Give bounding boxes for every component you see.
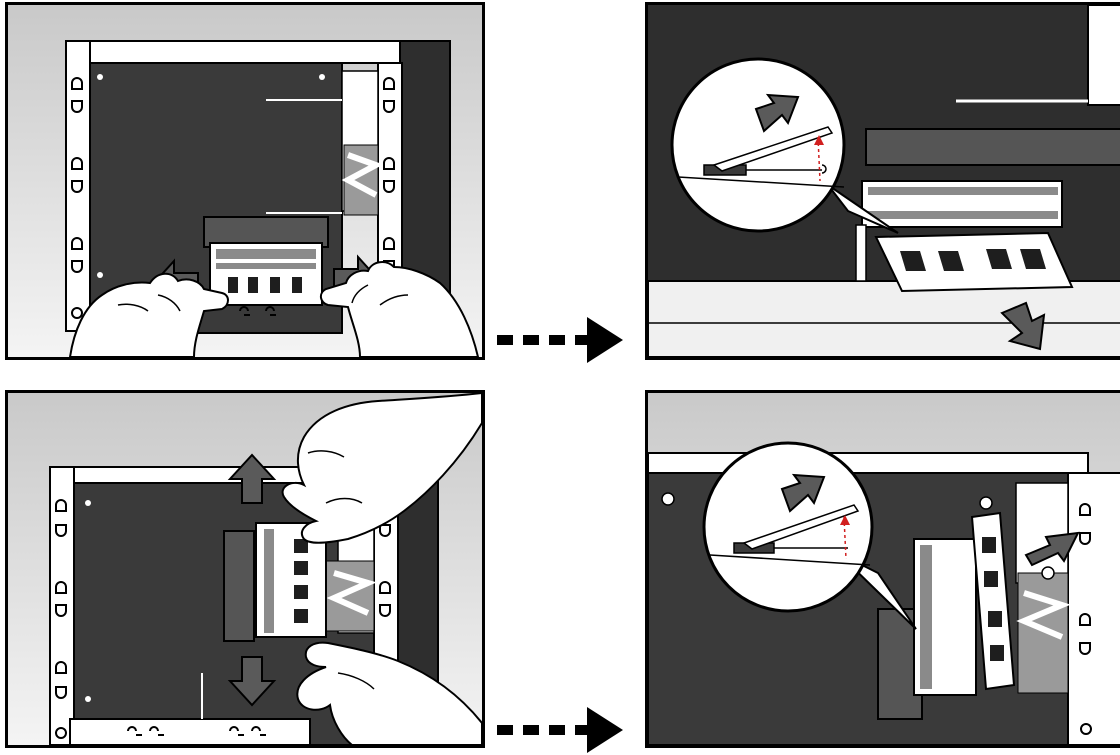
panel-step-2 xyxy=(645,2,1120,360)
step-2-illustration xyxy=(648,5,1120,357)
next-step-arrow-icon xyxy=(497,315,627,365)
panel-step-1 xyxy=(5,2,485,360)
panel-step-3 xyxy=(5,390,485,748)
left-frame xyxy=(66,41,90,331)
step-1-illustration xyxy=(8,5,482,357)
chassis-top-rail xyxy=(648,453,1088,473)
chassis-top-rail xyxy=(66,41,402,63)
panel-step-4 xyxy=(645,390,1120,748)
step-4-illustration xyxy=(648,393,1120,745)
step-3-illustration xyxy=(8,393,482,745)
right-frame xyxy=(1068,473,1120,745)
chassis-bottom-rail xyxy=(648,281,1120,357)
magnifier-callout-icon xyxy=(704,443,872,611)
